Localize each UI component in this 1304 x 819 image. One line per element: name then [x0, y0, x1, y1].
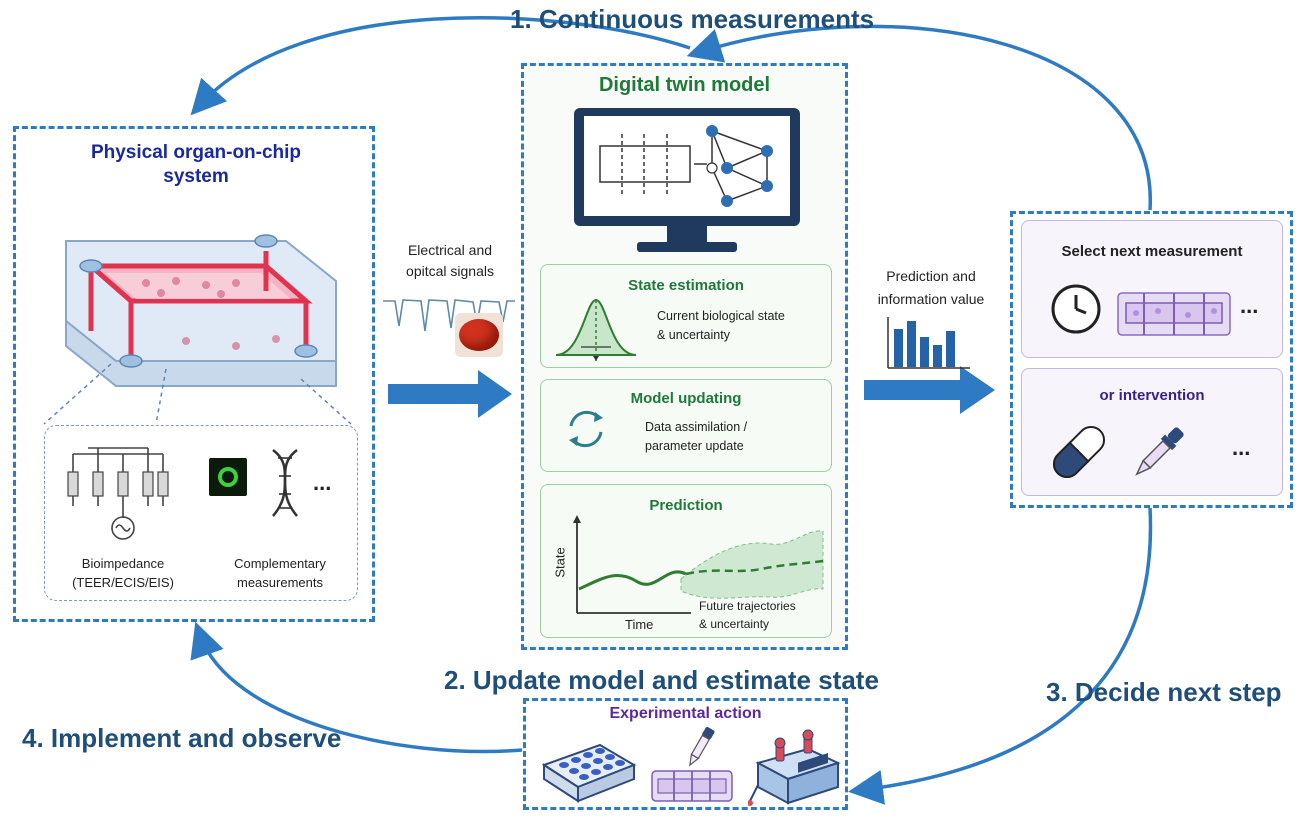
digital-twin-title: Digital twin model — [598, 74, 771, 96]
model-updating-panel: Model updating Data assimilation / param… — [540, 379, 832, 472]
decide-box: Select next measurement ... or intervent… — [1010, 211, 1293, 508]
organ-chip-illustration — [65, 234, 337, 387]
model-updating-text: Data assimilation / parameter update — [645, 420, 748, 453]
gaussian-icon — [555, 298, 637, 361]
state-estimation-title: State estimation — [628, 277, 744, 294]
prediction-x-axis-label: Time — [625, 617, 654, 632]
step-4-label: 4. Implement and observe — [22, 723, 342, 753]
state-estimation-panel: State estimation Current biological stat… — [540, 264, 832, 368]
select-measurement-title: Select next measurement — [1061, 243, 1243, 260]
stimulation-device-icon — [748, 729, 841, 806]
physical-system-box: Physical organ-on-chip system — [13, 126, 375, 622]
zoom-lines — [43, 363, 352, 425]
arrow-physical-to-twin — [388, 370, 512, 418]
arrow-decide-to-action — [848, 507, 1153, 805]
prediction-value-label: Prediction and information value — [877, 268, 985, 307]
intervention-title: or intervention — [1099, 387, 1205, 404]
select-measurement-card: Select next measurement ... — [1021, 220, 1283, 358]
monitor-icon — [574, 108, 800, 252]
arrow-action-to-physical — [190, 621, 523, 754]
red-blood-cell-image — [455, 313, 503, 357]
pill-icon — [1052, 425, 1106, 479]
signal-trace — [383, 299, 515, 332]
complementary-label: Complementary measurements — [234, 556, 326, 590]
arrow-twin-to-decide — [864, 366, 995, 414]
step-3-label: 3. Decide next step — [1046, 677, 1282, 707]
clock-icon — [1051, 284, 1101, 334]
model-updating-title: Model updating — [630, 390, 742, 407]
bioimpedance-label: Bioimpedance (TEER/ECIS/EIS) — [72, 556, 174, 590]
prediction-y-axis-label: State — [552, 547, 568, 578]
step-2-label: 2. Update model and estimate state — [444, 665, 879, 695]
select-ellipsis: ... — [1240, 293, 1259, 318]
experimental-action-box: Experimental action — [523, 698, 848, 810]
well-plate-icon — [541, 743, 637, 803]
experimental-action-title: Experimental action — [609, 705, 762, 722]
prediction-title: Prediction — [649, 497, 723, 514]
step-1-label: 1. Continuous measurements — [510, 4, 875, 34]
digital-twin-box: Digital twin model State estimation — [521, 63, 848, 650]
measurement-subbox: ... Bioimpedance (TEER/ECIS/EIS) Complem… — [44, 425, 358, 601]
arrow-to-physical-top — [190, 15, 691, 116]
measurement-ellipsis: ... — [313, 470, 332, 495]
electrode-circuit-icon — [67, 447, 169, 540]
prediction-text: Future trajectories & uncertainty — [699, 599, 796, 631]
dna-icon — [272, 449, 298, 517]
prediction-panel: Prediction State Time Future trajectorie… — [540, 484, 832, 638]
chip-dropper-icon — [651, 726, 733, 802]
prediction-plot — [573, 515, 824, 614]
chip-device-icon — [1117, 292, 1231, 336]
intervention-ellipsis: ... — [1232, 435, 1251, 460]
signals-label: Electrical and opitcal signals — [406, 242, 494, 279]
physical-system-title: Physical organ-on-chip system — [90, 142, 302, 187]
refresh-icon — [569, 410, 603, 448]
bar-chart-icon — [887, 317, 970, 369]
dropper-icon — [1135, 427, 1184, 476]
state-estimation-text: Current biological state & uncertainty — [657, 309, 785, 342]
fluorescent-cell-image — [209, 458, 247, 496]
arrow-decide-to-twin — [686, 24, 1152, 211]
intervention-card: or intervention ... — [1021, 368, 1283, 496]
